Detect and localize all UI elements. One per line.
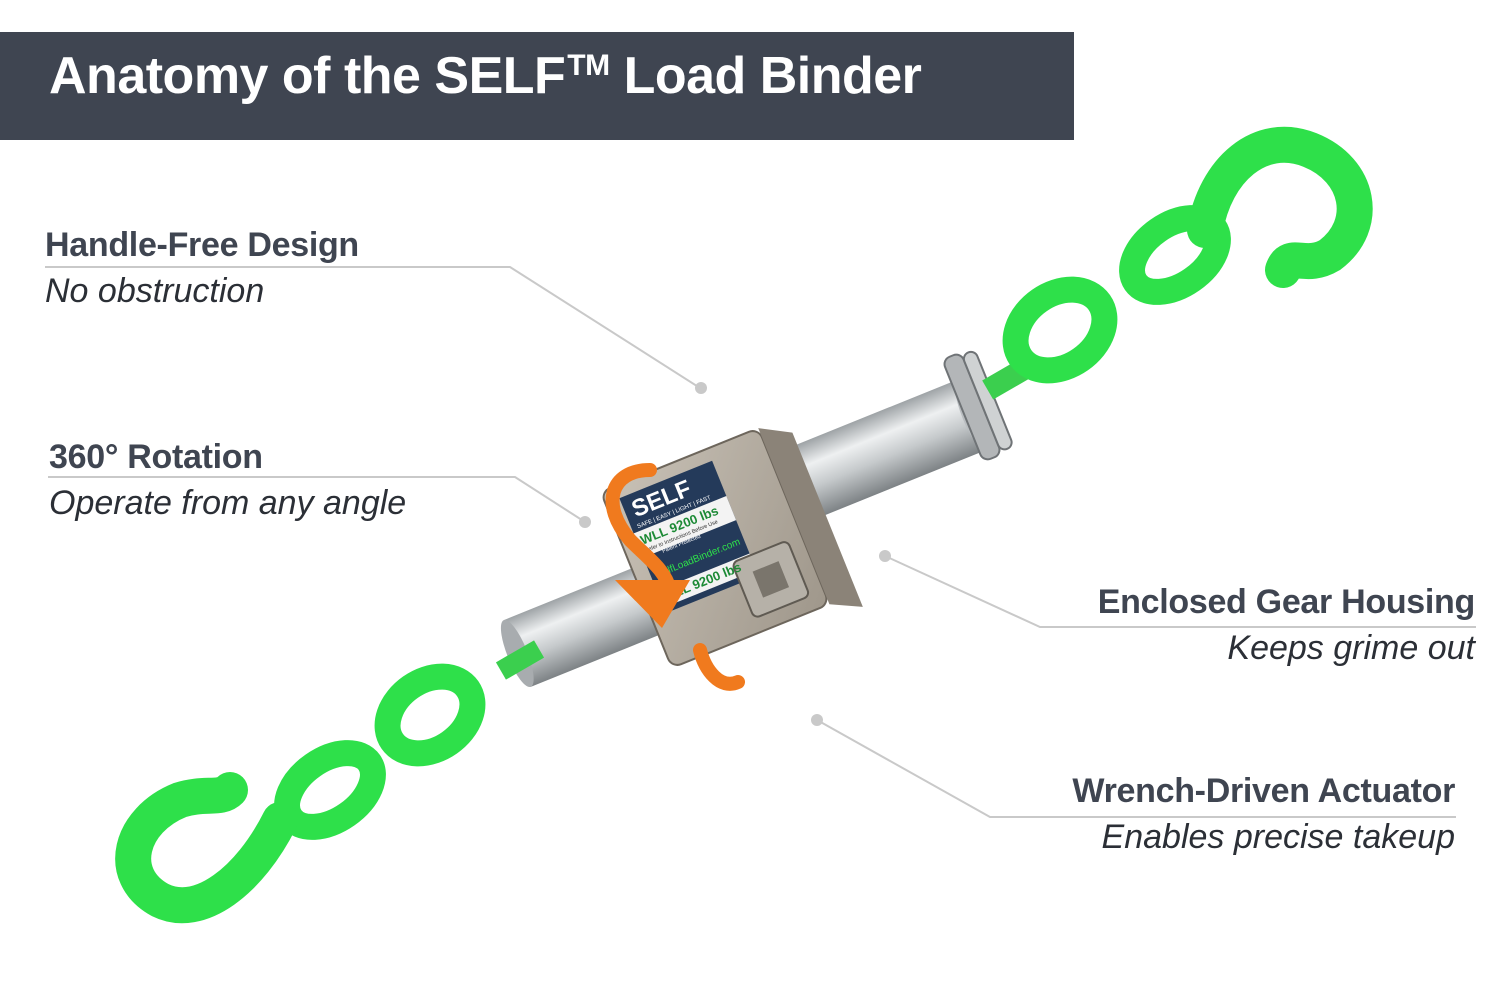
feature-description: Operate from any angle xyxy=(49,484,407,522)
feature-description: Enables precise takeup xyxy=(1101,818,1455,856)
rotation-arrow-icon xyxy=(605,463,745,691)
feature-actuator: Wrench-Driven Actuator Enables precise t… xyxy=(1072,774,1455,854)
leader-line-rotation xyxy=(48,476,586,523)
lower-hook-assembly xyxy=(115,663,486,924)
feature-handle-free: Handle-Free Design No obstruction xyxy=(45,228,359,308)
feature-name: Enclosed Gear Housing xyxy=(1097,583,1476,621)
upper-hook-assembly xyxy=(1002,126,1373,384)
feature-rotation: 360° Rotation Operate from any angle xyxy=(49,440,406,520)
feature-gear-housing: Enclosed Gear Housing Keeps grime out xyxy=(1097,583,1476,667)
page-title: Anatomy of the SELFTM Load Binder xyxy=(49,47,922,105)
threaded-rod-lower xyxy=(495,640,545,680)
feature-name: 360° Rotation xyxy=(49,438,263,476)
feature-name: Wrench-Driven Actuator xyxy=(1072,772,1455,810)
title-main: Anatomy of the SELF xyxy=(49,47,566,105)
leader-line-gear-housing xyxy=(884,555,1476,628)
leader-line-actuator xyxy=(816,719,1456,818)
trademark-mark: TM xyxy=(567,49,610,82)
title-banner xyxy=(0,32,1074,140)
rotation-arrowhead xyxy=(615,580,690,628)
feature-description: No obstruction xyxy=(45,272,265,310)
leader-line-handle-free xyxy=(45,266,701,389)
title-rest: Load Binder xyxy=(609,47,922,105)
feature-description: Keeps grime out xyxy=(1227,629,1475,667)
product-label-panel xyxy=(619,460,759,614)
leader-dots xyxy=(579,382,891,726)
leader-lines xyxy=(45,266,1476,818)
square-drive-actuator xyxy=(732,541,810,618)
feature-name: Handle-Free Design xyxy=(45,226,359,264)
